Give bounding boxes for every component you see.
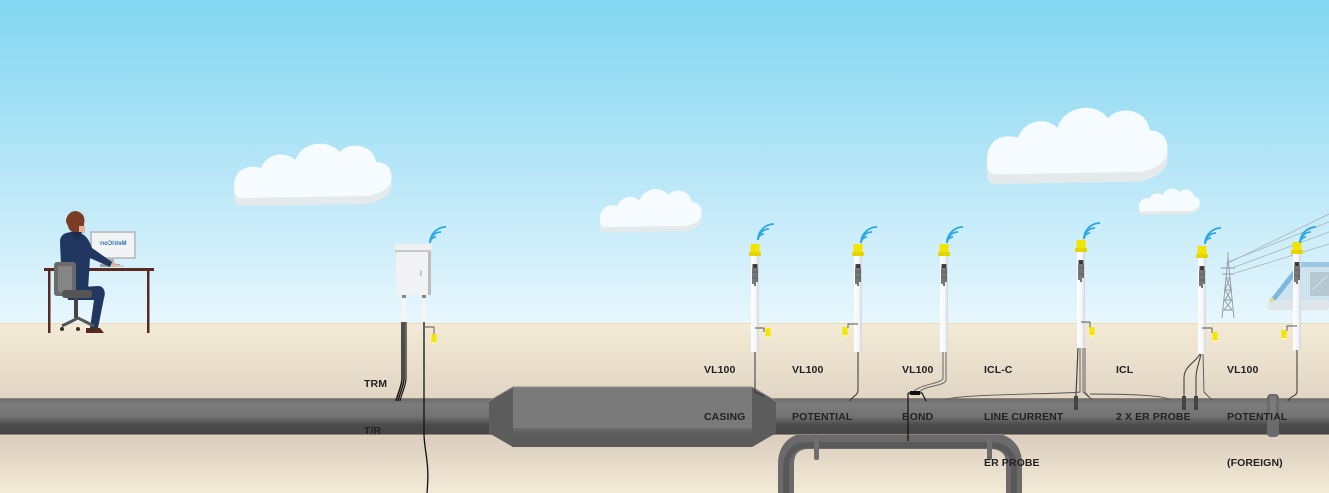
label-icl: ICL 2 X ER PROBE [1116,332,1191,441]
label-vl100-casing: VL100 CASING [704,332,745,441]
trm-cabinet [395,244,437,493]
reference-electrode [765,328,771,338]
office-chair [54,262,95,331]
label-line: ER PROBE [984,457,1040,469]
label-line: ICL [1116,364,1134,376]
label-line: VL100 [704,364,736,376]
label-line: VL100 [902,364,934,376]
label-line: CASING [704,410,746,423]
post-vl100-potential-foreign [1281,241,1304,402]
power-lines [1225,213,1329,275]
post-icl-c [944,239,1171,410]
label-trm: TRM T/R [364,346,387,455]
label-vl100-potential: VL100 POTENTIAL [792,332,852,441]
desk [44,268,154,271]
monitor-logo: MetriCorr [99,241,127,247]
post-vl100-potential [842,243,865,402]
label-line: ICL-C [984,364,1013,376]
label-line: (FOREIGN) [1227,457,1283,469]
label-line: T/R [364,424,382,437]
label-line: 2 X ER PROBE [1116,410,1191,423]
label-line: POTENTIAL [792,410,853,423]
label-line: BOND [902,410,934,423]
post-icl [1182,245,1218,410]
label-line: VL100 [792,364,824,376]
power-transmission-tower-icon [1221,252,1235,319]
label-line: TRM [364,378,388,390]
post-vl100-casing [748,243,771,397]
label-line: VL100 [1227,364,1259,376]
pipe-casing [488,386,777,447]
label-vl100-potential-foreign: VL100 POTENTIAL (FOREIGN) [1227,332,1287,487]
label-line: LINE CURRENT [984,410,1064,423]
branch-pipe [778,433,1022,493]
label-icl-c: ICL-C LINE CURRENT ER PROBE [984,332,1063,487]
operator-at-desk: MetriCorr [44,211,154,333]
label-line: POTENTIAL [1227,410,1288,423]
post-vl100-bond [907,243,951,441]
label-vl100-bond: VL100 BOND [902,332,933,441]
